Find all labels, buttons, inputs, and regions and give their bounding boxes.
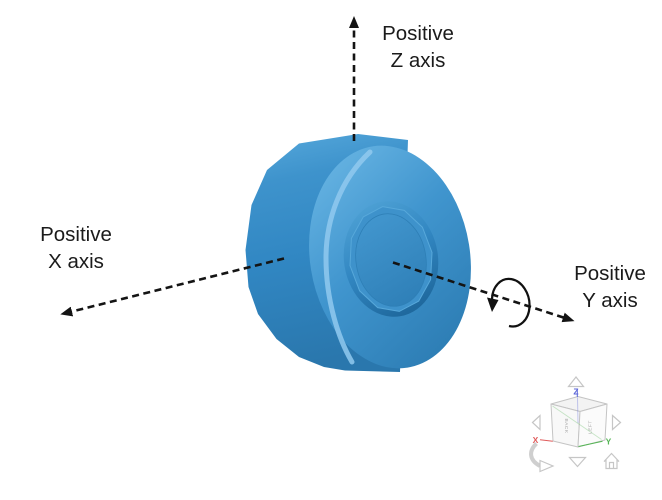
- z-axis-label-line2: Z axis: [391, 49, 446, 72]
- rotate-down-arrow-icon[interactable]: [568, 456, 587, 468]
- cube-left-face[interactable]: [577, 403, 608, 448]
- cube-z-axis-line-hidden: [577, 397, 579, 424]
- view-cube: [550, 396, 608, 448]
- cube-y-axis-label: Y: [606, 437, 612, 447]
- cube-y-axis-line: [578, 440, 603, 447]
- cube-left-face-label: LEFT: [588, 420, 594, 434]
- cube-y-axis-line-hidden: [552, 405, 602, 440]
- rotate-up-arrow-icon[interactable]: [567, 376, 585, 388]
- y-axis-arrow: [392, 261, 575, 323]
- x-axis-label-line2: X axis: [48, 250, 104, 273]
- rotate-left-arrow-icon[interactable]: [531, 414, 541, 431]
- wheel-rim-highlight: [323, 149, 373, 365]
- cube-z-axis-label: Z: [573, 387, 578, 397]
- x-axis-arrow: [60, 257, 285, 317]
- view-cube-widget: BACK LEFT Z X Y: [529, 376, 622, 473]
- rotate-right-arrow-icon[interactable]: [611, 414, 622, 431]
- roll-arrow-icon[interactable]: [529, 442, 555, 473]
- cube-back-face-label: BACK: [563, 418, 569, 433]
- cube-x-axis-label: X: [533, 435, 539, 445]
- x-axis-label-line1: Positive: [40, 223, 112, 246]
- home-icon[interactable]: [603, 452, 620, 470]
- y-axis-rotation-icon: [487, 277, 531, 328]
- wheel-hub-disc[interactable]: [349, 209, 433, 312]
- y-axis-label-line2: Y axis: [582, 289, 637, 312]
- y-axis-label-line1: Positive: [574, 262, 646, 285]
- axis-labels: Positive Z axis Positive X axis Positive…: [40, 22, 646, 312]
- axis-annotations: [60, 16, 575, 323]
- z-axis-label-line1: Positive: [382, 22, 454, 45]
- cube-x-axis-line: [539, 439, 553, 442]
- model-wheel[interactable]: [245, 134, 487, 380]
